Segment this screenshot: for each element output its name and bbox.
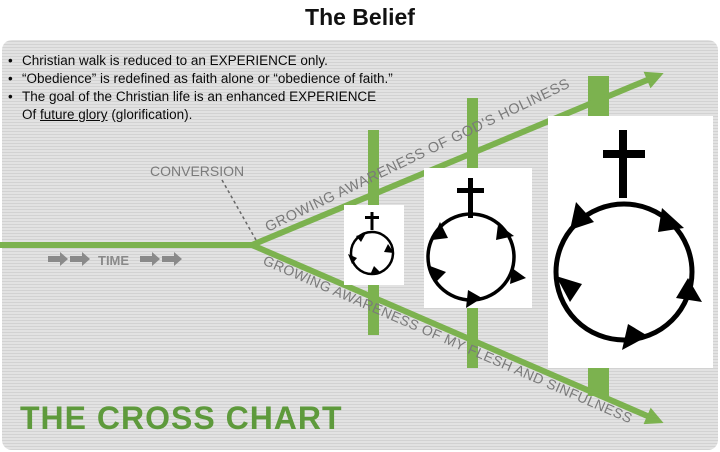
slide-title: The Belief — [305, 4, 415, 30]
time-label: TIME — [98, 253, 129, 268]
cross-cycle-medium — [424, 168, 532, 308]
time-arrows-right — [140, 252, 182, 266]
cross-cycle-small — [344, 205, 404, 285]
bullet-item: Christian walk is reduced to an EXPERIEN… — [8, 52, 393, 70]
cycle-arrows-icon — [553, 201, 695, 343]
conversion-label: CONVERSION — [150, 163, 244, 179]
cross-icon — [457, 178, 484, 218]
cross-chart-title: THE CROSS CHART — [20, 400, 343, 436]
bullet-item: “Obedience” is redefined as faith alone … — [8, 70, 393, 88]
conversion-pointer — [221, 179, 257, 241]
cross-icon — [603, 130, 645, 198]
cross-cycle-large — [548, 116, 713, 368]
bullet-item: The goal of the Christian life is an enh… — [8, 88, 393, 124]
sinfulness-line — [250, 242, 664, 425]
cross-icon — [365, 212, 379, 230]
bullet-list: Christian walk is reduced to an EXPERIEN… — [8, 52, 393, 124]
time-arrows-left — [48, 252, 90, 266]
holiness-line — [250, 71, 664, 248]
